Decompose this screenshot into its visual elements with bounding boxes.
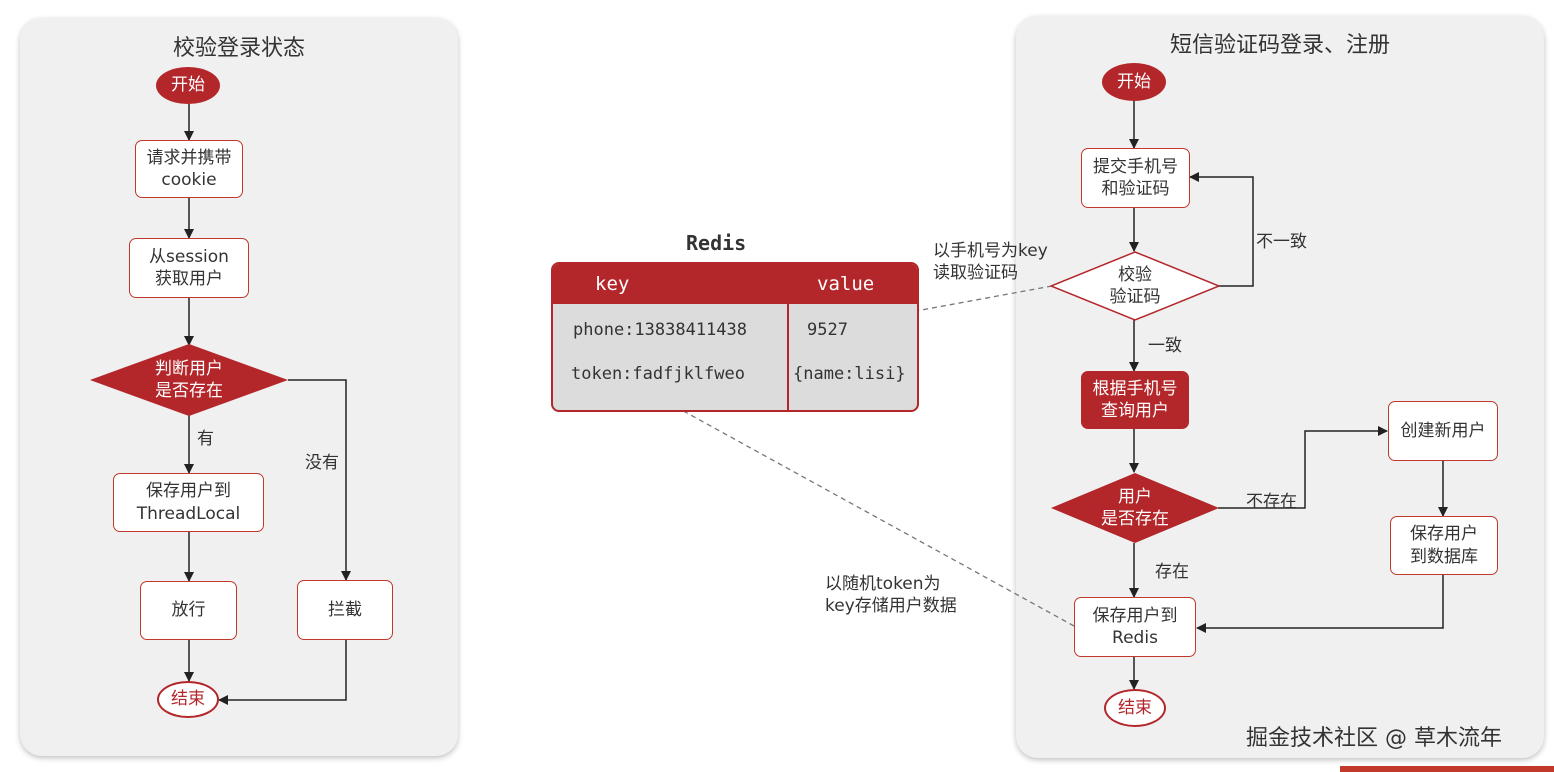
redis-row-1-value: 9527 — [807, 320, 848, 340]
redis-row-2-value: {name:lisi} — [793, 364, 906, 384]
right-exist-label: 存在 — [1155, 562, 1189, 582]
left-start-node: 开始 — [156, 67, 220, 104]
left-yes-label: 有 — [197, 429, 214, 449]
right-end-node: 结束 — [1104, 689, 1166, 727]
arrow-decision-to-intercept — [288, 379, 351, 581]
watermark: 掘金技术社区 @ 草木流年 — [1246, 726, 1502, 751]
right-submit-node: 提交手机号 和验证码 — [1081, 148, 1190, 208]
arrow-verify-mismatch — [1189, 172, 1254, 287]
redis-table-header: key value — [553, 264, 917, 304]
redis-row-1-key: phone:13838411438 — [573, 320, 747, 340]
right-start-node: 开始 — [1102, 63, 1166, 101]
left-intercept-node: 拦截 — [297, 580, 393, 640]
dashed-arrow-store-token — [657, 396, 1075, 627]
corner-accent-bar — [1340, 766, 1554, 772]
left-panel-title: 校验登录状态 — [172, 36, 305, 61]
right-query-user-node: 根据手机号 查询用户 — [1081, 371, 1189, 429]
redis-column-divider — [787, 304, 789, 410]
arrow-intercept-to-end — [218, 640, 347, 705]
right-not-exist-label: 不存在 — [1246, 492, 1297, 512]
left-decision-label: 判断用户 是否存在 — [155, 358, 223, 401]
right-mismatch-label: 不一致 — [1256, 232, 1307, 252]
arrow-savedb-to-saveredis — [1196, 575, 1444, 633]
left-save-threadlocal-node: 保存用户到 ThreadLocal — [113, 473, 264, 532]
right-exists-label: 用户 是否存在 — [1101, 486, 1169, 529]
right-verify-diamond — [1050, 251, 1220, 321]
right-create-user-node: 创建新用户 — [1388, 401, 1498, 461]
right-save-redis-node: 保存用户到 Redis — [1074, 597, 1196, 657]
annotation-read-code: 以手机号为key 读取验证码 — [933, 241, 1048, 284]
right-panel-title: 短信验证码登录、注册 — [1169, 33, 1390, 58]
right-match-label: 一致 — [1148, 336, 1182, 356]
right-exists-diamond — [1051, 473, 1219, 543]
left-decision-diamond — [90, 344, 288, 416]
redis-title: Redis — [686, 231, 747, 255]
arrow-exists-to-create — [1218, 426, 1388, 509]
left-request-node: 请求并携带 cookie — [135, 140, 243, 198]
left-pass-node: 放行 — [140, 581, 237, 640]
redis-table: key value phone:13838411438 9527 token:f… — [551, 262, 919, 412]
redis-col-value: value — [817, 273, 875, 295]
left-end-node: 结束 — [157, 681, 219, 718]
right-save-db-node: 保存用户 到数据库 — [1390, 516, 1498, 575]
redis-row-2-key: token:fadfjklfweo — [571, 364, 745, 384]
left-get-user-node: 从session 获取用户 — [129, 238, 249, 298]
right-verify-label: 校验 验证码 — [1109, 264, 1161, 307]
left-no-label: 没有 — [305, 453, 339, 473]
redis-col-key: key — [595, 273, 630, 295]
annotation-store-token: 以随机token为 key存储用户数据 — [825, 574, 957, 617]
